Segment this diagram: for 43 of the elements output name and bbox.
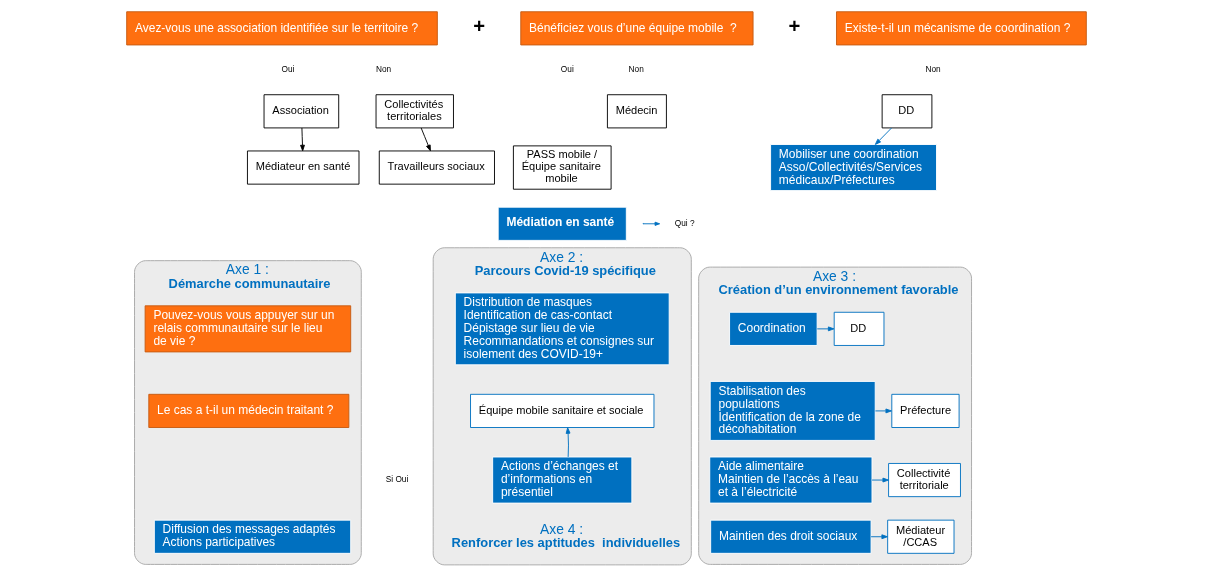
node-box: Diffusion des messages adaptés Actions participatives xyxy=(153,519,352,554)
node-box: Médecin xyxy=(606,94,667,129)
node-box: Avez-vous une association identifiée sur le territoire ? xyxy=(126,11,438,46)
node-box: Actions d’échanges et d’informations en présentiel xyxy=(492,456,633,504)
node-box: Le cas a t-il un médecin traitant ? xyxy=(148,393,350,428)
arrow xyxy=(871,477,889,483)
node-box: Aide alimentaire Maintien de l’accès à l’eau et à l’électricité xyxy=(709,456,873,504)
node-box: Préfecture xyxy=(891,393,960,428)
node-box: DD xyxy=(833,311,885,346)
node-box: Collectivité territoriale xyxy=(888,463,961,498)
label: + xyxy=(473,14,486,37)
node-box: PASS mobile / Équipe sanitaire mobile xyxy=(512,145,612,190)
legend-label: Qui ? xyxy=(674,217,695,228)
arrow xyxy=(565,427,571,458)
node-box: Collectivités territoriales xyxy=(375,94,454,129)
node-box: Distribution de masques Identification de cas-contact Dépistage sur lieu de vie Recommandations et consignes sur isolement des COVID-19+ xyxy=(454,292,670,366)
node-box: Médiateur /CCAS xyxy=(887,519,955,554)
arrow xyxy=(420,127,431,152)
node-box: Bénéficiez vous d’une équipe mobile ? xyxy=(520,11,754,46)
node-box: Stabilisation des populations Identification de la zone de décohabitation xyxy=(709,380,876,441)
node-box: Équipe mobile sanitaire et sociale xyxy=(470,393,655,428)
node-box: Mobiliser une coordination Asso/Collectivités/Services médicaux/Préfectures xyxy=(770,144,937,192)
label: Non xyxy=(628,63,644,74)
node-box: Pouvez-vous vous appuyer sur un relais communautaire sur le lieu de vie ? xyxy=(144,305,352,353)
node-box: Médiateur en santé xyxy=(247,150,360,185)
node-box: Coordination xyxy=(729,311,818,346)
arrow xyxy=(874,127,892,145)
arrow xyxy=(870,534,888,540)
label: Oui xyxy=(281,63,295,74)
label: Oui xyxy=(560,63,574,74)
node-box: Existe-t-il un mécanisme de coordination ? xyxy=(836,11,1087,46)
node-box: Médiation en santé xyxy=(497,206,627,241)
label: + xyxy=(788,14,801,37)
arrow xyxy=(300,127,305,152)
label: Non xyxy=(376,63,392,74)
node-box: DD xyxy=(881,94,933,129)
node-box: Association xyxy=(263,94,340,129)
arrow xyxy=(816,326,835,332)
label: Non xyxy=(925,63,941,74)
node-box: Maintien des droit sociaux xyxy=(710,519,872,554)
node-box: Travailleurs sociaux xyxy=(378,150,495,185)
arrow xyxy=(874,408,892,414)
label: Si Oui xyxy=(385,474,409,485)
